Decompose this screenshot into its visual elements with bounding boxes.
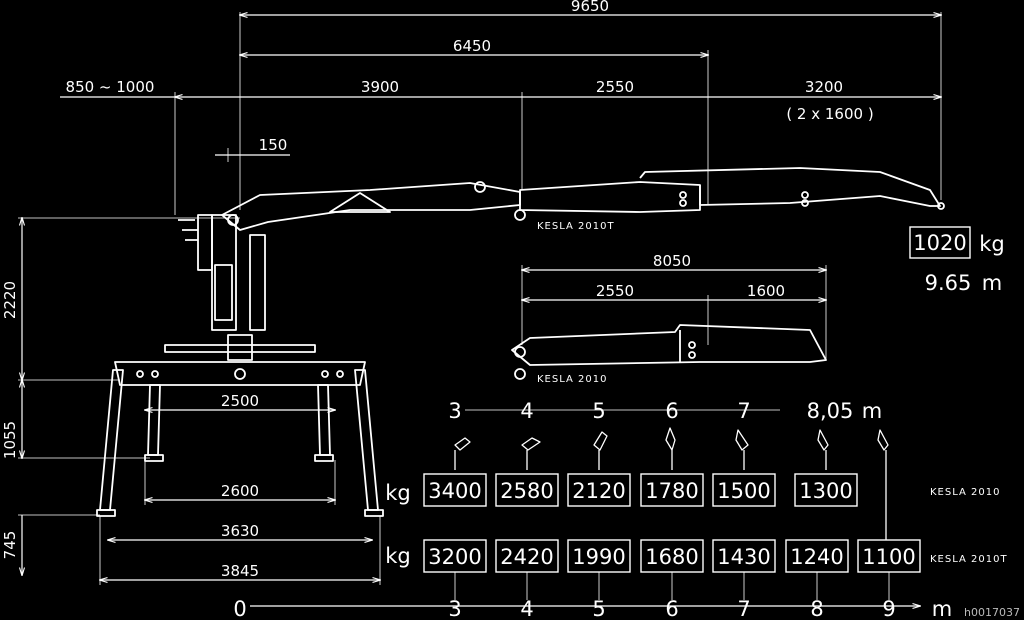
- top-reach-unit: m: [862, 399, 882, 423]
- tip-load-box: [909, 226, 971, 259]
- crane-top-boom: [178, 167, 945, 331]
- top-reach-5: 8,05: [807, 399, 854, 423]
- axis-7: 7: [737, 597, 750, 620]
- row1-value-0: 3400: [428, 479, 481, 503]
- row2-kg-label: kg: [385, 544, 411, 568]
- row1-model: KESLA 2010: [930, 487, 1001, 498]
- dim-base-offset: 850 ~ 1000: [66, 78, 155, 96]
- row2-model: KESLA 2010T: [930, 554, 1008, 565]
- top-reach-1: 4: [520, 399, 533, 423]
- row1-value-5: 1300: [799, 479, 852, 503]
- row1-box-3: [640, 473, 704, 507]
- dim-2500: 2500: [221, 392, 259, 410]
- axis-4: 4: [520, 597, 533, 620]
- row2-value-4: 1430: [717, 545, 770, 569]
- row2-value-0: 3200: [428, 545, 481, 569]
- dim-3900: 3900: [361, 78, 399, 96]
- row1-box-0: [423, 473, 487, 507]
- axis-3: 3: [448, 597, 461, 620]
- dim-3845: 3845: [221, 562, 259, 580]
- top-reach-2: 5: [592, 399, 605, 423]
- dim-2600: 2600: [221, 482, 259, 500]
- dim-2x1600: ( 2 x 1600 ): [786, 105, 873, 123]
- dim-3200: 3200: [805, 78, 843, 96]
- axis-unit: m: [932, 597, 952, 620]
- tip-reach-unit: m: [982, 271, 1002, 295]
- row2-value-6: 1100: [862, 545, 915, 569]
- dim-2220: 2220: [1, 281, 19, 319]
- row2-value-5: 1240: [790, 545, 843, 569]
- row1-box-1: [495, 473, 559, 507]
- axis-9: 9: [882, 597, 895, 620]
- row1-value-4: 1500: [717, 479, 770, 503]
- dim-150: 150: [259, 136, 288, 154]
- axis-8: 8: [810, 597, 823, 620]
- row2-value-2: 1990: [572, 545, 625, 569]
- tip-reach-value: 9.65: [925, 271, 972, 295]
- dim-8050: 8050: [653, 252, 691, 270]
- dim-9650: 9650: [571, 0, 609, 15]
- top-reach-4: 7: [737, 399, 750, 423]
- axis-0: 0: [233, 597, 246, 620]
- dim-2550: 2550: [596, 78, 634, 96]
- dim-745: 745: [1, 531, 19, 560]
- row1-value-1: 2580: [500, 479, 553, 503]
- dim-3630: 3630: [221, 522, 259, 540]
- row1-box-5: [794, 473, 858, 507]
- row1-value-3: 1780: [645, 479, 698, 503]
- hook-icons: [454, 427, 889, 540]
- row1-value-2: 2120: [572, 479, 625, 503]
- row2-value-1: 2420: [500, 545, 553, 569]
- image-code: h0017037: [964, 606, 1020, 619]
- model-label-2010t: KESLA 2010T: [537, 221, 615, 232]
- crane-base: [96, 334, 384, 517]
- dim-small-1600: 1600: [747, 282, 785, 300]
- dim-small-2550: 2550: [596, 282, 634, 300]
- dim-6450: 6450: [453, 37, 491, 55]
- row2-value-3: 1680: [645, 545, 698, 569]
- dim-1055: 1055: [1, 421, 19, 459]
- model-label-2010: KESLA 2010: [537, 374, 608, 385]
- tip-load-kg: 1020: [913, 231, 966, 255]
- axis-6: 6: [665, 597, 678, 620]
- crane-small-boom: [511, 324, 827, 380]
- axis-5: 5: [592, 597, 605, 620]
- top-reach-0: 3: [448, 399, 461, 423]
- row1-kg-label: kg: [385, 481, 411, 505]
- tip-load-kg-unit: kg: [979, 232, 1005, 256]
- row1-box-2: [567, 473, 631, 507]
- top-reach-3: 6: [665, 399, 678, 423]
- row1-box-4: [712, 473, 776, 507]
